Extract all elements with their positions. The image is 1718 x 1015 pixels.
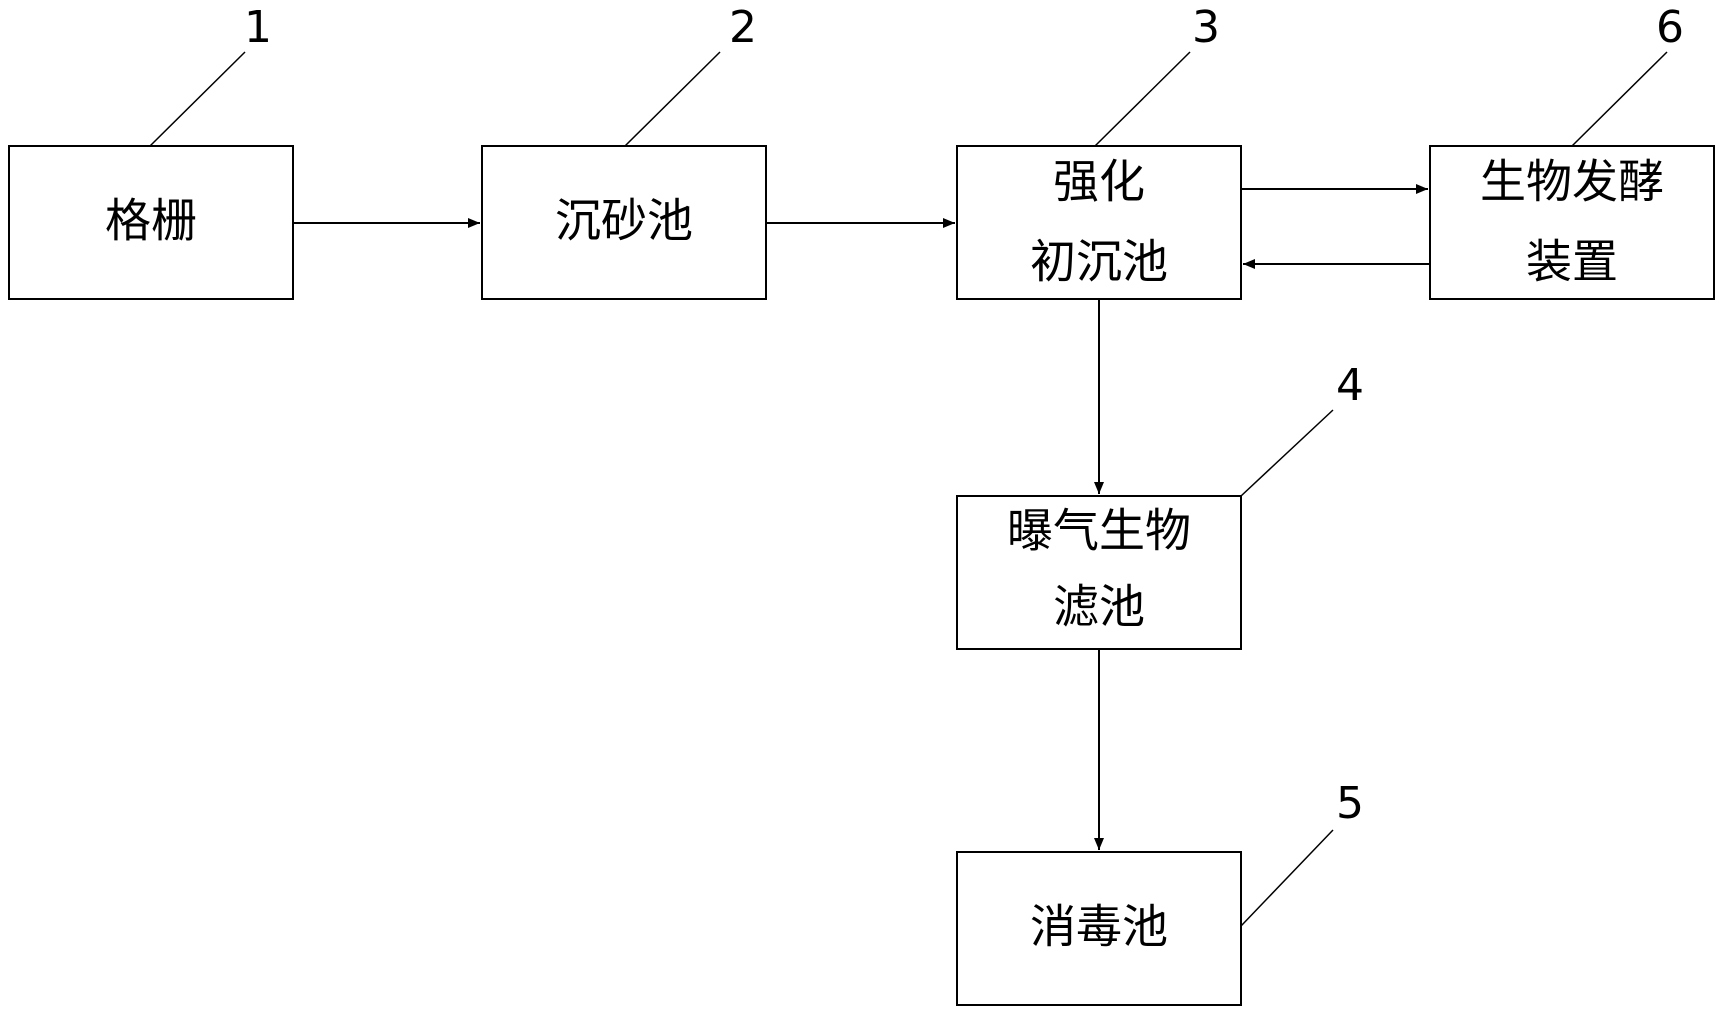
box-biological-aerated-filter-label-line1: 曝气生物 (1007, 504, 1191, 558)
ref-number-2: 2 (729, 2, 757, 53)
leader-line-1 (149, 51, 246, 147)
box-biological-aerated-filter-label-line2: 滤池 (1053, 580, 1145, 634)
box-grit-chamber: 沉砂池 (481, 145, 767, 300)
ref-number-1: 1 (244, 2, 272, 53)
box-grit-chamber-label: 沉砂池 (555, 194, 693, 248)
ref-number-5: 5 (1336, 778, 1364, 829)
box-biological-aerated-filter: 曝气生物 滤池 (956, 495, 1242, 650)
box-bio-fermentation-device: 生物发酵 装置 (1429, 145, 1715, 300)
box-disinfection-tank-label: 消毒池 (1030, 900, 1168, 954)
box-enhanced-primary-clarifier: 强化 初沉池 (956, 145, 1242, 300)
ref-number-4: 4 (1336, 360, 1364, 411)
ref-number-6: 6 (1656, 2, 1684, 53)
box-disinfection-tank: 消毒池 (956, 851, 1242, 1006)
box-bio-fermentation-device-label-line2: 装置 (1526, 235, 1618, 289)
leader-line-3 (1094, 51, 1191, 147)
leader-line-2 (624, 51, 721, 147)
box-enhanced-primary-clarifier-label-line1: 强化 (1053, 155, 1145, 209)
box-enhanced-primary-clarifier-label-line2: 初沉池 (1030, 235, 1168, 289)
leader-line-5 (1240, 829, 1334, 927)
box-bio-fermentation-device-label-line1: 生物发酵 (1480, 155, 1664, 209)
leader-line-4 (1240, 409, 1334, 497)
leader-line-6 (1571, 51, 1668, 147)
ref-number-3: 3 (1192, 2, 1220, 53)
box-grille-label: 格栅 (105, 194, 197, 248)
box-grille: 格栅 (8, 145, 294, 300)
